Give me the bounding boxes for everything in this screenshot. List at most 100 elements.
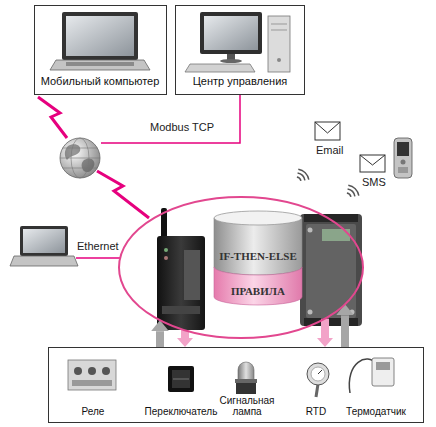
- desktop-icon: [220, 59, 242, 63]
- rules-cylinder: IF-THEN-ELSE ПРАВИЛА: [213, 210, 303, 305]
- desktop-icon: [277, 58, 281, 62]
- cylinder-top: [214, 211, 302, 225]
- controller-device: [157, 236, 205, 330]
- wireless-waves: [297, 177, 301, 181]
- rules-label: IF-THEN-ELSE: [219, 249, 297, 263]
- input-arrow: [341, 315, 349, 347]
- connection-label: Ethernet: [77, 240, 119, 253]
- relay-icon: [72, 380, 112, 386]
- device-box: Центр управления: [175, 5, 305, 95]
- connection-label: SMS: [362, 176, 386, 189]
- field-device-caption: Реле: [63, 406, 123, 417]
- ellipse-outline: [119, 197, 363, 338]
- laptop-icon: [23, 229, 65, 253]
- connection-label: Email: [316, 144, 344, 157]
- wireless-waves: [348, 189, 355, 196]
- controller-device: [184, 250, 200, 300]
- rtd-icon: [316, 384, 318, 397]
- cylinder-body: [214, 218, 302, 275]
- wireless-waves: [348, 185, 359, 196]
- relay-icon: [102, 367, 110, 375]
- laptop-icon: [20, 226, 68, 256]
- relay-icon: [68, 360, 116, 390]
- device-box: Мобильный компьютер: [34, 5, 167, 95]
- io-module: [350, 310, 355, 315]
- thermo-sensor-icon: [372, 358, 394, 386]
- controller-device: [164, 256, 168, 260]
- laptop-icon: [10, 226, 78, 266]
- phone-icon: [394, 138, 412, 178]
- globe-icon: [60, 138, 100, 178]
- device-label: Центр управления: [193, 75, 288, 88]
- laptop-icon: [66, 16, 134, 56]
- switch-icon: [173, 379, 189, 380]
- lightning-bolt: [38, 97, 149, 218]
- wireless-waves: [297, 169, 359, 197]
- network-line: [101, 95, 240, 143]
- phone-icon: [394, 138, 412, 178]
- controller-device: [157, 208, 205, 330]
- switch-icon: [168, 366, 194, 392]
- desktop-icon: [204, 16, 258, 50]
- wireless-waves: [298, 173, 305, 180]
- envelope-icon: [315, 122, 385, 172]
- connection-label: Modbus TCP: [150, 121, 214, 134]
- relay-icon: [74, 367, 82, 375]
- field-devices-panel: Реле ПереключательСигнальная лампаRTDТерм…: [48, 347, 424, 423]
- lightning-bolt: [38, 97, 67, 138]
- input-arrow: [156, 331, 164, 347]
- lightning-bolt: [97, 171, 149, 218]
- rtd-icon: [318, 370, 322, 374]
- desktop-icon: [268, 16, 290, 72]
- relay-icon: [88, 367, 96, 375]
- signal-lamp-icon: [238, 362, 254, 381]
- phone-icon: [398, 167, 408, 173]
- signal-lamp-icon: [236, 383, 256, 394]
- globe-icon: [82, 158, 95, 172]
- rtd-icon: [307, 363, 329, 397]
- laptop-icon: [66, 62, 134, 66]
- wireless-waves: [298, 169, 309, 180]
- rtd-icon: [311, 367, 325, 381]
- globe-icon: [63, 148, 98, 149]
- signal-lamp-icon: [235, 362, 257, 394]
- switch-icon: [168, 366, 194, 392]
- signal-lamp-icon: [235, 379, 257, 383]
- switch-icon: [172, 370, 190, 388]
- device-label: Мобильный компьютер: [41, 75, 160, 88]
- phone-icon: [401, 160, 406, 165]
- field-device-caption: Переключатель: [139, 406, 223, 417]
- io-module: [308, 310, 313, 315]
- envelope-icon: [360, 155, 385, 172]
- controller-device: [162, 306, 200, 314]
- desktop-icon: [271, 30, 287, 31]
- laptop-icon: [50, 60, 150, 70]
- laptop-icon: [62, 12, 138, 60]
- rules-label: ПРАВИЛА: [231, 284, 285, 298]
- controller-device: [164, 248, 168, 252]
- desktop-icon: [271, 24, 287, 25]
- envelope-icon: [315, 122, 340, 133]
- field-device-caption: Термодатчик: [341, 406, 411, 417]
- desktop-icon: [200, 12, 262, 54]
- io-module: [308, 228, 313, 233]
- field-device-caption: RTD: [286, 406, 346, 417]
- desktop-icon: [185, 12, 290, 72]
- io-module: [300, 214, 362, 326]
- globe-icon: [63, 168, 98, 169]
- thermo-sensor-icon: [376, 362, 390, 370]
- rtd-icon: [307, 363, 329, 385]
- wireless-waves: [347, 193, 351, 197]
- phone-icon: [397, 142, 409, 156]
- desktop-icon: [185, 64, 255, 72]
- laptop-icon: [50, 12, 150, 70]
- envelope-icon: [315, 122, 340, 140]
- controller-ellipse: IF-THEN-ELSE ПРАВИЛА: [117, 195, 365, 340]
- io-module: [300, 214, 362, 326]
- field-device-caption: Сигнальная лампа: [215, 395, 279, 417]
- envelope-icon: [360, 155, 385, 165]
- network-line: [76, 257, 120, 259]
